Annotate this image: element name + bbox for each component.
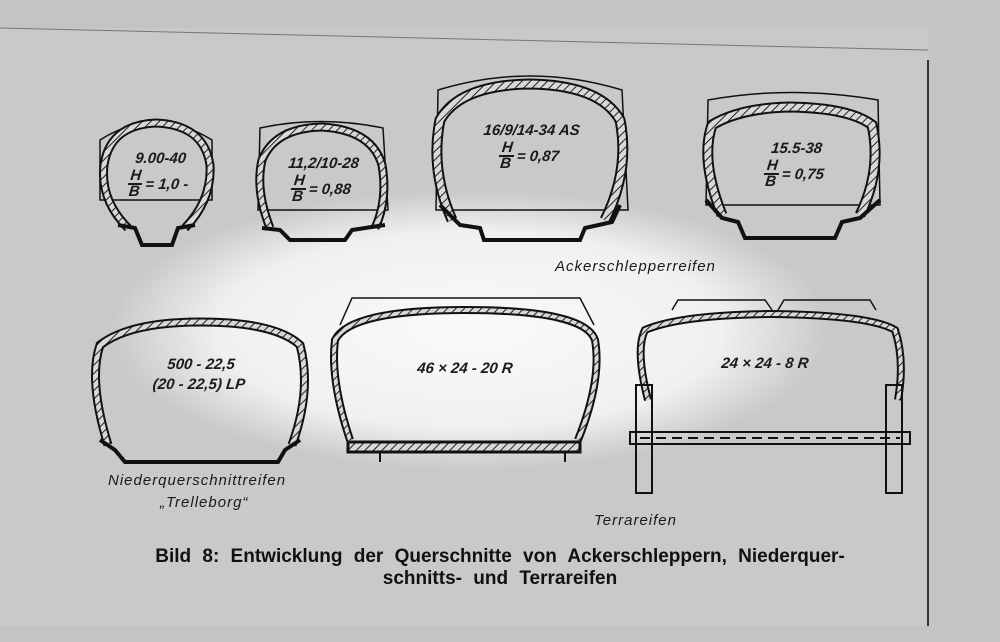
- tire-24x24-8R: [629, 299, 911, 494]
- tire-9.00-40: [99, 118, 215, 247]
- light-patch: [110, 190, 830, 470]
- tire-15.5-38: [702, 91, 882, 240]
- group-label-terra: Terrareifen: [594, 512, 677, 529]
- group-label-ackerschlepper: Ackerschlepperreifen: [555, 258, 716, 275]
- tire-label-7: 24 × 24 - 8 R: [709, 355, 821, 372]
- tire-label-5: 500 - 22,5 (20 - 22,5) LP: [138, 355, 262, 395]
- tire-size: 11,2/10-28: [287, 155, 360, 172]
- tire-size-alt: (20 - 22,5) LP: [151, 376, 247, 393]
- ratio-denominator: B: [291, 188, 304, 205]
- tire-500-22.5: [91, 317, 309, 464]
- tire-size: 46 × 24 - 20 R: [416, 360, 514, 377]
- ratio-value: = 0,88: [307, 180, 352, 198]
- ratio-denominator: B: [764, 173, 777, 190]
- tire-size: 15.5-38: [770, 140, 824, 157]
- ratio-denominator: B: [499, 155, 512, 172]
- tire-46x24-20R: [330, 297, 601, 462]
- ratio-value: = 1,0 -: [144, 175, 190, 193]
- tire-size: 500 - 22,5: [166, 356, 236, 373]
- tire-16-9-14-34-AS: [431, 75, 629, 242]
- ratio-value: = 0,87: [515, 147, 560, 165]
- ratio-denominator: B: [127, 183, 141, 200]
- figure-caption: Bild 8: Entwicklung der Querschnitte von…: [60, 546, 940, 590]
- group-label-trelleborg: „Trelleborg“: [160, 494, 249, 511]
- caption-line-1: Bild 8: Entwicklung der Querschnitte von…: [155, 546, 845, 567]
- caption-line-2: schnitts- und Terrareifen: [382, 568, 618, 589]
- tire-11.2-10-28: [255, 120, 389, 242]
- tire-size: 24 × 24 - 8 R: [720, 355, 810, 372]
- ratio-value: = 0,75: [780, 165, 825, 183]
- group-label-niederquerschnitt: Niederquerschnittreifen: [108, 472, 287, 489]
- tire-size: 9.00-40: [134, 150, 188, 167]
- tire-label-6: 46 × 24 - 20 R: [409, 360, 521, 377]
- tire-size: 16/9/14-34 AS: [482, 122, 581, 139]
